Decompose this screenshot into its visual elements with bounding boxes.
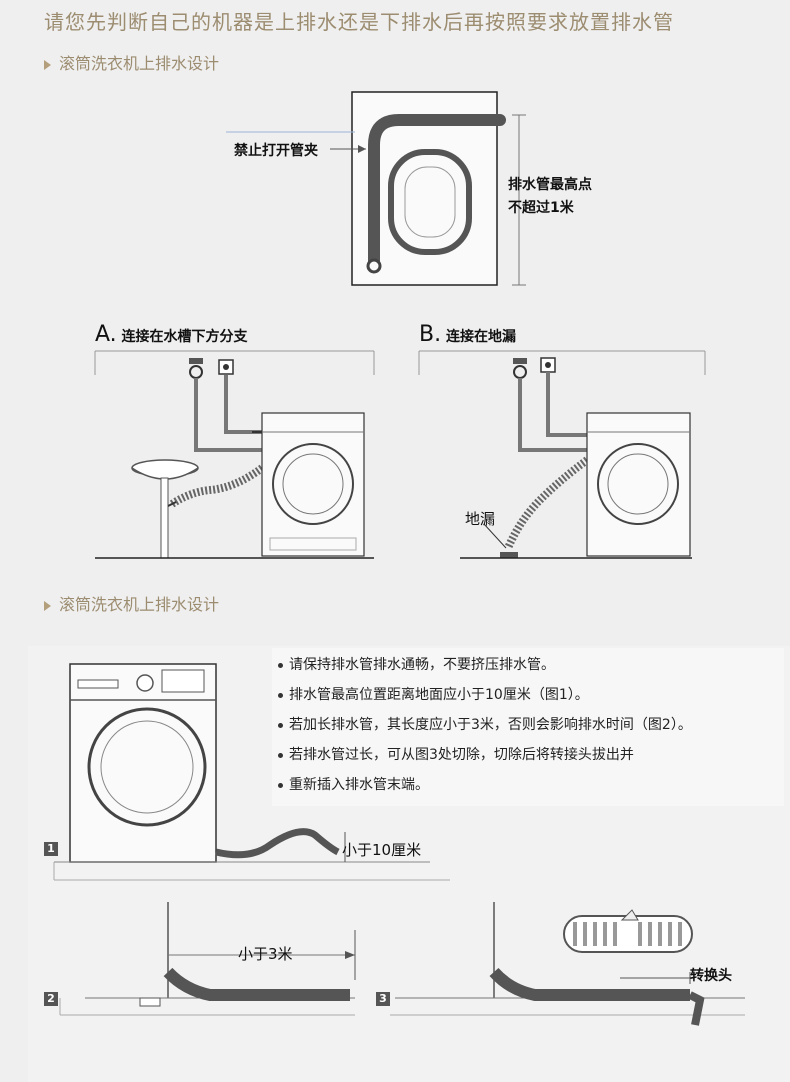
figure-2-label: 小于3米 xyxy=(238,945,293,963)
option-b-diagram xyxy=(418,350,706,559)
option-b-text: 连接在地漏 xyxy=(445,329,516,345)
instruction-list: 请保持排水管排水通畅，不要挤压排水管。 排水管最高位置距离地面应小于10厘米（图… xyxy=(278,652,778,802)
floor-drain-label: 地漏 xyxy=(465,510,496,528)
triangle-bullet-icon xyxy=(44,600,51,611)
section-heading-1-text: 滚筒洗衣机上排水设计 xyxy=(59,54,220,73)
section-heading-2: 滚筒洗衣机上排水设计 xyxy=(44,591,219,615)
figure-2-diagram xyxy=(59,902,356,1016)
option-b-heading: B. 连接在地漏 xyxy=(419,322,516,347)
bullet-dot-icon xyxy=(278,752,283,758)
height-label-line1: 排水管最高点 xyxy=(508,177,592,193)
list-item-text: 若排水管过长，可从图3处切除，切除后将转接头拔出并 xyxy=(289,747,634,763)
bullet-dot-icon xyxy=(278,782,283,788)
bullet-dot-icon xyxy=(278,722,283,728)
option-a-text: 连接在水槽下方分支 xyxy=(121,329,248,345)
list-item-text: 若加长排水管，其长度应小于3米，否则会影响排水时间（图2）。 xyxy=(289,717,692,733)
figure-3-label: 转换头 xyxy=(690,968,732,984)
bullet-dot-icon xyxy=(278,692,283,698)
option-a-diagram xyxy=(94,350,375,559)
figure-1-label: 小于10厘米 xyxy=(342,841,422,859)
list-item: 重新插入排水管末端。 xyxy=(278,772,778,802)
triangle-bullet-icon xyxy=(44,59,51,70)
clamp-label: 禁止打开管夹 xyxy=(234,143,318,159)
list-item: 若排水管过长，可从图3处切除，切除后将转接头拔出并 xyxy=(278,742,778,772)
figure-3-diagram xyxy=(390,902,745,1026)
section-heading-1: 滚筒洗衣机上排水设计 xyxy=(44,50,219,74)
figure-1-number: 1 xyxy=(44,842,58,856)
figure-1-diagram xyxy=(53,663,450,881)
height-label-line2: 不超过1米 xyxy=(508,200,574,216)
list-item: 排水管最高位置距离地面应小于10厘米（图1）。 xyxy=(278,682,778,712)
bullet-dot-icon xyxy=(278,662,283,668)
list-item-text: 重新插入排水管末端。 xyxy=(289,777,429,793)
list-item-text: 排水管最高位置距离地面应小于10厘米（图1）。 xyxy=(289,687,589,703)
list-item-text: 请保持排水管排水通畅，不要挤压排水管。 xyxy=(289,657,555,673)
option-a-letter: A. xyxy=(95,322,117,347)
page-title: 请您先判断自己的机器是上排水还是下排水后再按照要求放置排水管 xyxy=(44,10,674,34)
figure-2-number: 2 xyxy=(44,992,58,1006)
figure-3-number: 3 xyxy=(376,992,390,1006)
option-b-letter: B. xyxy=(419,322,442,347)
top-washer-diagram xyxy=(226,91,526,286)
list-item: 若加长排水管，其长度应小于3米，否则会影响排水时间（图2）。 xyxy=(278,712,778,742)
option-a-heading: A. 连接在水槽下方分支 xyxy=(95,322,248,347)
list-item: 请保持排水管排水通畅，不要挤压排水管。 xyxy=(278,652,778,682)
section-heading-2-text: 滚筒洗衣机上排水设计 xyxy=(59,595,220,614)
